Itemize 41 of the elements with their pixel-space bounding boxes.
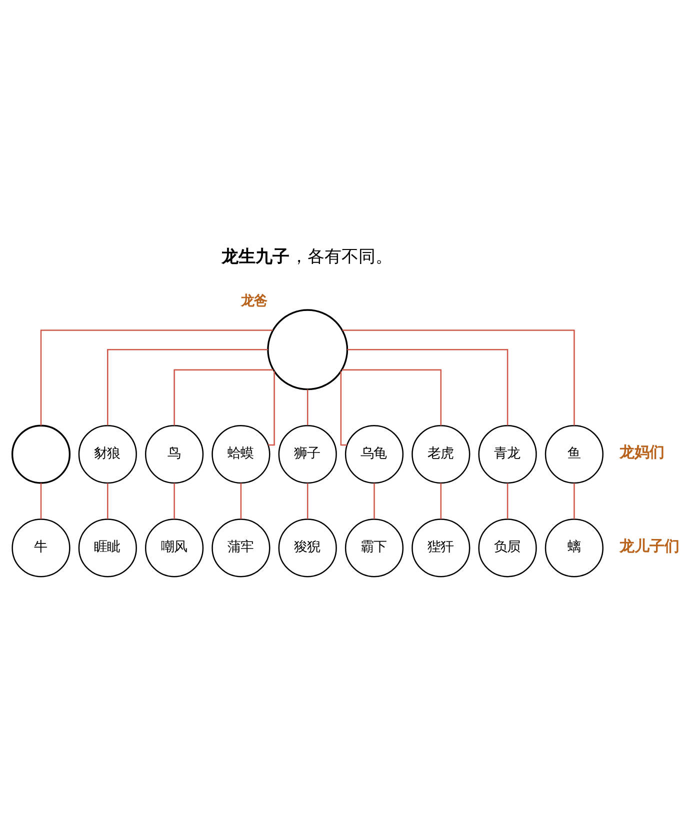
connector bbox=[306, 389, 308, 425]
label: 龙生九子，各有不同。 bbox=[222, 245, 393, 266]
node-circle: 鸟 bbox=[144, 424, 204, 484]
connector bbox=[506, 482, 508, 518]
connector bbox=[340, 370, 348, 446]
connector bbox=[40, 482, 42, 518]
connector bbox=[574, 482, 575, 518]
connector bbox=[342, 368, 442, 425]
node-circle: 青龙 bbox=[478, 424, 537, 484]
node-circle: 豺狼 bbox=[78, 424, 137, 484]
connector bbox=[374, 482, 375, 518]
connector bbox=[174, 482, 175, 518]
node-circle bbox=[267, 308, 348, 390]
connector bbox=[347, 348, 508, 425]
connector bbox=[174, 368, 274, 425]
node-circle: 螭 bbox=[544, 518, 604, 577]
connector bbox=[107, 348, 268, 425]
connector bbox=[107, 482, 108, 518]
node-circle: 老虎 bbox=[412, 424, 470, 484]
connector bbox=[306, 482, 308, 518]
node-circle: 霸下 bbox=[344, 518, 404, 577]
connector bbox=[40, 329, 273, 426]
node-circle: 负屃 bbox=[478, 518, 537, 577]
node-circle: 狻猊 bbox=[278, 518, 337, 577]
node-circle: 牛 bbox=[12, 518, 70, 577]
connector bbox=[240, 482, 242, 518]
node-circle bbox=[11, 424, 71, 484]
node-circle: 嘲风 bbox=[144, 518, 204, 577]
connector bbox=[342, 329, 575, 426]
node-label: 龙爸 bbox=[240, 292, 267, 308]
node-circle: 睚眦 bbox=[78, 518, 137, 577]
label: 龙儿子们 bbox=[619, 536, 680, 554]
node-circle: 狴犴 bbox=[412, 518, 470, 577]
node-circle: 乌龟 bbox=[344, 424, 404, 484]
node-circle: 狮子 bbox=[278, 424, 337, 484]
label: 龙妈们 bbox=[619, 442, 664, 461]
node-circle: 鱼 bbox=[544, 424, 604, 484]
node-circle: 蛤蟆 bbox=[212, 424, 270, 484]
connector bbox=[440, 482, 442, 518]
node-circle: 蒲牢 bbox=[212, 518, 270, 577]
connector bbox=[268, 370, 275, 446]
